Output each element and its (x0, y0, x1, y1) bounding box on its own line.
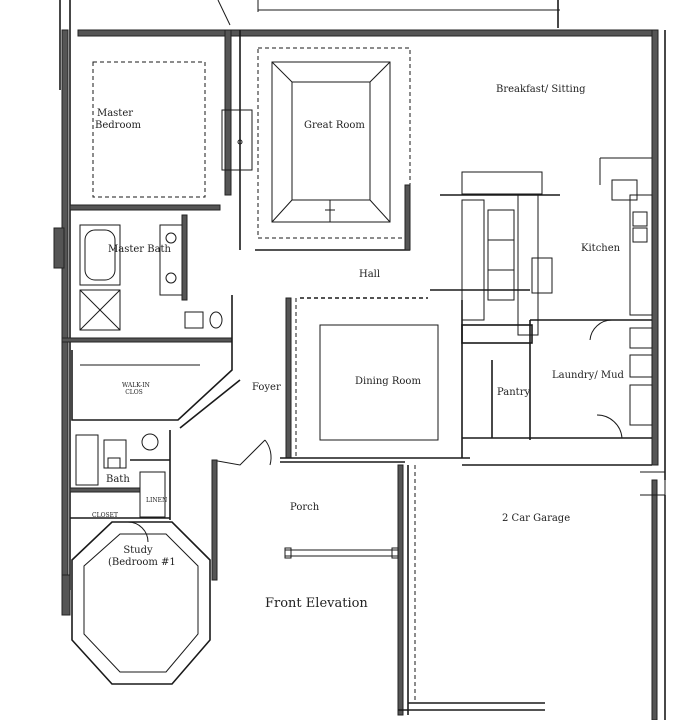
dining-room-label: Dining Room (355, 376, 421, 387)
porch-walls (211, 459, 405, 581)
study-label: Study (Bedroom #1 (108, 545, 176, 569)
walk-in-closet-label: WALK-IN CLOS (122, 382, 150, 396)
master-bath-label: Master Bath (108, 244, 171, 255)
master-bedroom-label-line1: Master (96, 108, 134, 119)
study-label-line2: (Bedroom #1 (108, 557, 176, 568)
bath-label: Bath (106, 474, 130, 485)
breakfast-sitting-label: Breakfast/ Sitting (496, 84, 586, 95)
garage-label: 2 Car Garage (502, 513, 571, 524)
master-bedroom-label-line2: Bedroom (95, 120, 141, 131)
front-elevation-label: Front Elevation (265, 596, 368, 611)
foyer-label: Foyer (252, 382, 281, 393)
walk-in-closet-label-line1: WALK-IN (122, 382, 150, 389)
linen-label: LINEN (146, 497, 168, 504)
great-room-label: Great Room (304, 120, 365, 131)
kitchen-label: Kitchen (581, 243, 621, 254)
pantry-laundry-walls (461, 319, 653, 440)
hall-label: Hall (359, 269, 381, 280)
garage-walls (414, 464, 666, 700)
master-bedroom-label: Master Bedroom (95, 108, 141, 132)
porch-label: Porch (290, 502, 320, 513)
master-bedroom-walls (69, 29, 253, 250)
exterior-walls (61, 29, 666, 720)
kitchen-walls (440, 157, 653, 336)
laundry-mud-label: Laundry/ Mud (552, 370, 624, 381)
study-label-line1: Study (123, 545, 153, 556)
study-walls (61, 517, 211, 685)
walk-in-closet-walls (71, 340, 241, 429)
top-structure (59, 0, 560, 90)
dining-room-ceiling (319, 324, 439, 441)
closet-label: CLOSET (92, 512, 118, 519)
pantry-label: Pantry (497, 387, 531, 398)
great-room-ceiling (255, 47, 411, 251)
bath-walls (69, 430, 171, 520)
master-bath-walls (53, 214, 233, 343)
walk-in-closet-label-line2: CLOS (125, 389, 143, 396)
